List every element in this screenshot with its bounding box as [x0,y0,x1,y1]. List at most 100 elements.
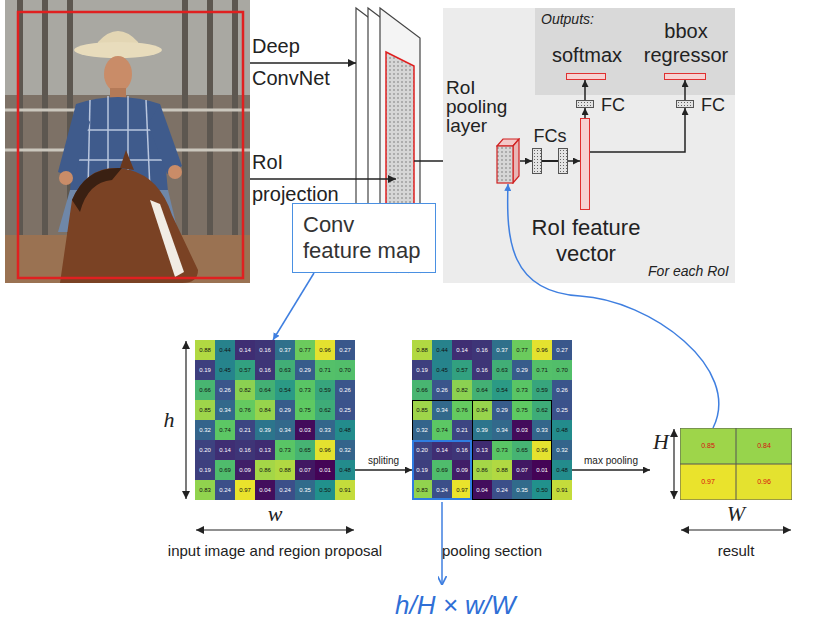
feature-grid: input image and region proposal0.880.440… [195,340,355,500]
roi-pooling-layer: RoI pooling layer [496,138,520,184]
grid-cell: 0.34 [275,420,295,440]
drawing-part [207,0,213,240]
connector [584,80,586,100]
grid-cell: 0.45 [215,360,235,380]
grid-cell: 0.19 [412,360,432,380]
grid-cell: 0.76 [235,400,255,420]
grid-cell: 0.35 [512,480,532,500]
grid-cell: 0.96 [315,340,335,360]
grid-cell: 0.77 [512,340,532,360]
layer-label: softmax [545,43,629,67]
grid-cell: 0.59 [532,380,552,400]
grid-cell: 0.09 [452,460,472,480]
grid-cell: 0.01 [532,460,552,480]
drawing-part [250,178,396,180]
layer-label: FC [701,94,735,116]
grid-cell: 0.04 [255,480,275,500]
grid-cell: 0.03 [512,420,532,440]
grid-cell: 0.13 [255,440,275,460]
grid-cell: 0.50 [315,480,335,500]
arrow-label: Deep ConvNet [252,30,347,94]
grid-cell: 0.29 [295,360,315,380]
grid-cell: 0.96 [315,440,335,460]
grid-cell: 0.48 [335,420,355,440]
arrow-label: RoI projection [252,146,347,210]
panel-fill [443,8,735,283]
grid-cell: 0.34 [215,400,235,420]
grid-cell: 0.16 [255,340,275,360]
grid-cell: 0.69 [215,460,235,480]
grid-cell: 0.39 [472,420,492,440]
panel: For each RoIOutputs:softmaxbbox regresso… [443,8,735,283]
edge-label: spliting [367,455,400,467]
grid-cell: 0.21 [235,420,255,440]
grid-cell: 0.16 [452,440,472,460]
grid-cell: 0.62 [532,400,552,420]
dimension-label: H [650,430,672,454]
grid-cell: 0.19 [195,460,215,480]
panel-caption: For each RoI [641,263,729,280]
grid-cell: 0.97 [235,480,255,500]
grid-cell: 0.84 [472,400,492,420]
grid-cell: 0.14 [432,440,452,460]
grid-cell: 0.84 [255,400,275,420]
grid-cell: 0.96 [532,440,552,460]
dimension-arrow [186,341,791,530]
grid-cell: 0.27 [335,340,355,360]
grid-cell: 0.24 [275,480,295,500]
grid-cell: 0.73 [512,380,532,400]
layer-label: FCs [528,125,572,147]
fc-link [542,160,558,162]
grid-cell: 0.21 [452,420,472,440]
grid-cell: 0.64 [472,380,492,400]
drawing-part [250,62,356,64]
grid-cell: 0.54 [275,380,295,400]
grid-cell: 0.34 [492,420,512,440]
connector [520,160,532,162]
grid-cell: 0.91 [552,480,572,500]
grid-cell: 0.73 [295,380,315,400]
connector [355,469,412,471]
drawing-part [196,529,354,530]
grid-cell: 0.39 [255,420,275,440]
feature-grid: pooling section0.880.440.140.160.370.770… [412,340,572,500]
grid-cell: 0.73 [492,440,512,460]
grid-cell: 0.19 [412,460,432,480]
result-cell: 0.84 [736,428,792,464]
drawing-part [185,341,186,499]
output-layer: softmax [566,73,606,80]
drawing-part [72,159,166,161]
result-cell: 0.85 [680,428,736,464]
grid-cell: 0.91 [335,480,355,500]
grid-cell: 0.25 [552,400,572,420]
grid-cell: 0.88 [412,340,432,360]
grid-cell: 0.57 [452,360,472,380]
drawing-part [58,104,90,178]
grid-cell: 0.85 [195,400,215,420]
drawing-part [18,12,243,278]
grid-cell: 0.37 [275,340,295,360]
drawing-part [5,0,250,283]
grid-cell: 0.66 [412,380,432,400]
grid-cell: 0.29 [275,400,295,420]
grid-cell: 0.69 [432,460,452,480]
drawing-part [146,100,150,190]
grid-cell: 0.33 [532,420,552,440]
drawing-part [443,8,735,283]
grid-cell: 0.70 [335,360,355,380]
panel-heading: Outputs: [541,11,631,28]
feature-vector: RoI feature vector [580,118,590,210]
grid-cell: 0.83 [412,480,432,500]
drawing-part [104,56,132,92]
grid-cell: 0.16 [472,360,492,380]
grid-cell: 0.50 [532,480,552,500]
connector [584,108,586,118]
grid-cell: 0.96 [532,340,552,360]
grid-cell: 0.13 [472,440,492,460]
result-cell: 0.97 [680,464,736,500]
grid-cell: 0.48 [335,460,355,480]
drawing-part [72,168,122,212]
grid-cell: 0.88 [492,460,512,480]
drawing-part [681,529,791,530]
grid-cell: 0.83 [195,480,215,500]
